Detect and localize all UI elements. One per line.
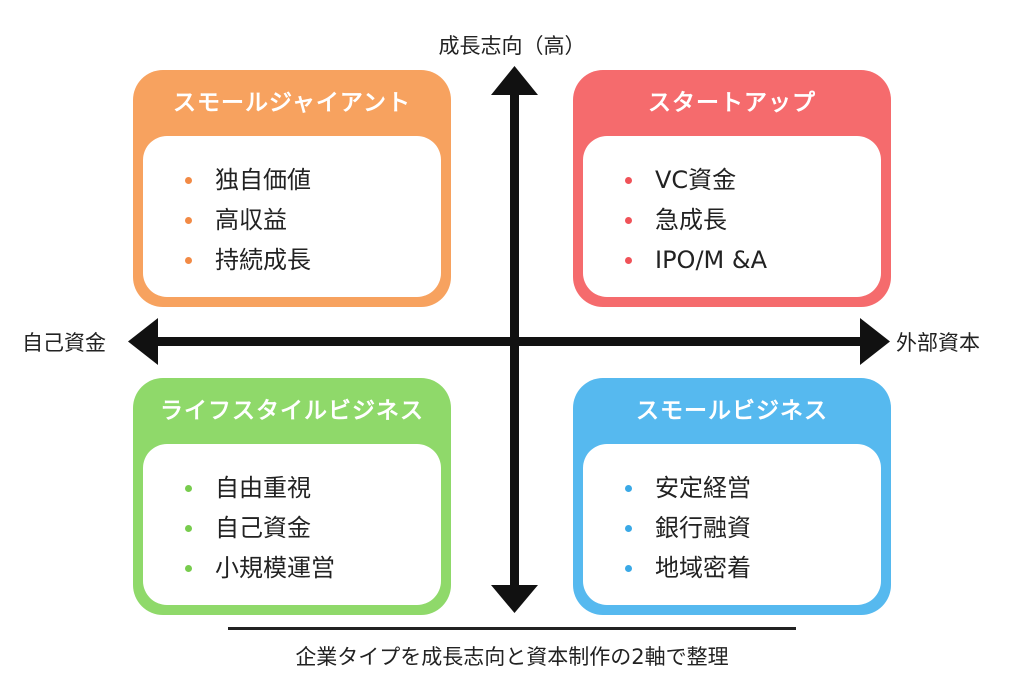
bullet-dot-icon xyxy=(185,485,192,492)
list-item-label: 急成長 xyxy=(655,206,727,234)
list-item: 自己資金 xyxy=(185,508,441,548)
bullet-dot-icon xyxy=(625,257,632,264)
quadrant-title: ライフスタイルビジネス xyxy=(160,398,424,424)
list-item: 急成長 xyxy=(625,200,881,240)
list-item: 銀行融資 xyxy=(625,508,881,548)
horizontal-axis-arrow xyxy=(128,318,890,365)
axis-label-self-funded: 自己資金 xyxy=(22,331,106,355)
caption-divider xyxy=(228,627,796,630)
quadrant-list: 安定経営 銀行融資 地域密着 xyxy=(583,444,881,588)
bullet-dot-icon xyxy=(625,525,632,532)
quadrant-body: 自由重視 自己資金 小規模運営 xyxy=(143,444,441,605)
quadrant-title: スタートアップ xyxy=(648,90,816,116)
quadrant-body: 独自価値 高収益 持続成長 xyxy=(143,136,441,297)
list-item-label: 持続成長 xyxy=(215,246,311,274)
list-item: 小規模運営 xyxy=(185,548,441,588)
bullet-dot-icon xyxy=(185,565,192,572)
quadrant-title: スモールジャイアント xyxy=(173,90,411,116)
list-item: IPO/M &A xyxy=(625,240,881,280)
list-item: 持続成長 xyxy=(185,240,441,280)
bullet-dot-icon xyxy=(185,217,192,224)
list-item-label: IPO/M &A xyxy=(655,246,767,274)
bullet-dot-icon xyxy=(625,177,632,184)
quadrant-startup: スタートアップ VC資金 急成長 IPO/M &A xyxy=(573,70,891,307)
axis-label-external-capital: 外部資本 xyxy=(896,331,980,355)
list-item: VC資金 xyxy=(625,160,881,200)
list-item: 地域密着 xyxy=(625,548,881,588)
quadrant-lifestyle-business: ライフスタイルビジネス 自由重視 自己資金 小規模運営 xyxy=(133,378,451,615)
list-item-label: 独自価値 xyxy=(215,166,311,194)
quadrant-small-business: スモールビジネス 安定経営 銀行融資 地域密着 xyxy=(573,378,891,615)
list-item-label: 自己資金 xyxy=(215,514,311,542)
quadrant-list: VC資金 急成長 IPO/M &A xyxy=(583,136,881,280)
bullet-dot-icon xyxy=(185,525,192,532)
quadrant-title: スモールビジネス xyxy=(636,398,828,424)
list-item-label: 安定経営 xyxy=(655,474,751,502)
list-item: 自由重視 xyxy=(185,468,441,508)
list-item-label: 自由重視 xyxy=(215,474,311,502)
list-item: 高収益 xyxy=(185,200,441,240)
quadrant-body: 安定経営 銀行融資 地域密着 xyxy=(583,444,881,605)
list-item: 安定経営 xyxy=(625,468,881,508)
list-item-label: 小規模運営 xyxy=(215,554,335,582)
list-item-label: 高収益 xyxy=(215,206,287,234)
quadrant-small-giant: スモールジャイアント 独自価値 高収益 持続成長 xyxy=(133,70,451,307)
list-item-label: VC資金 xyxy=(655,166,737,194)
caption: 企業タイプを成長志向と資本制作の2軸で整理 xyxy=(295,645,729,669)
bullet-dot-icon xyxy=(185,177,192,184)
list-item: 独自価値 xyxy=(185,160,441,200)
list-item-label: 銀行融資 xyxy=(655,514,751,542)
axis-label-growth-high: 成長志向（高） xyxy=(438,34,586,58)
quadrant-list: 独自価値 高収益 持続成長 xyxy=(143,136,441,280)
bullet-dot-icon xyxy=(185,257,192,264)
bullet-dot-icon xyxy=(625,217,632,224)
bullet-dot-icon xyxy=(625,565,632,572)
quadrant-list: 自由重視 自己資金 小規模運営 xyxy=(143,444,441,588)
quadrant-body: VC資金 急成長 IPO/M &A xyxy=(583,136,881,297)
list-item-label: 地域密着 xyxy=(655,554,751,582)
bullet-dot-icon xyxy=(625,485,632,492)
